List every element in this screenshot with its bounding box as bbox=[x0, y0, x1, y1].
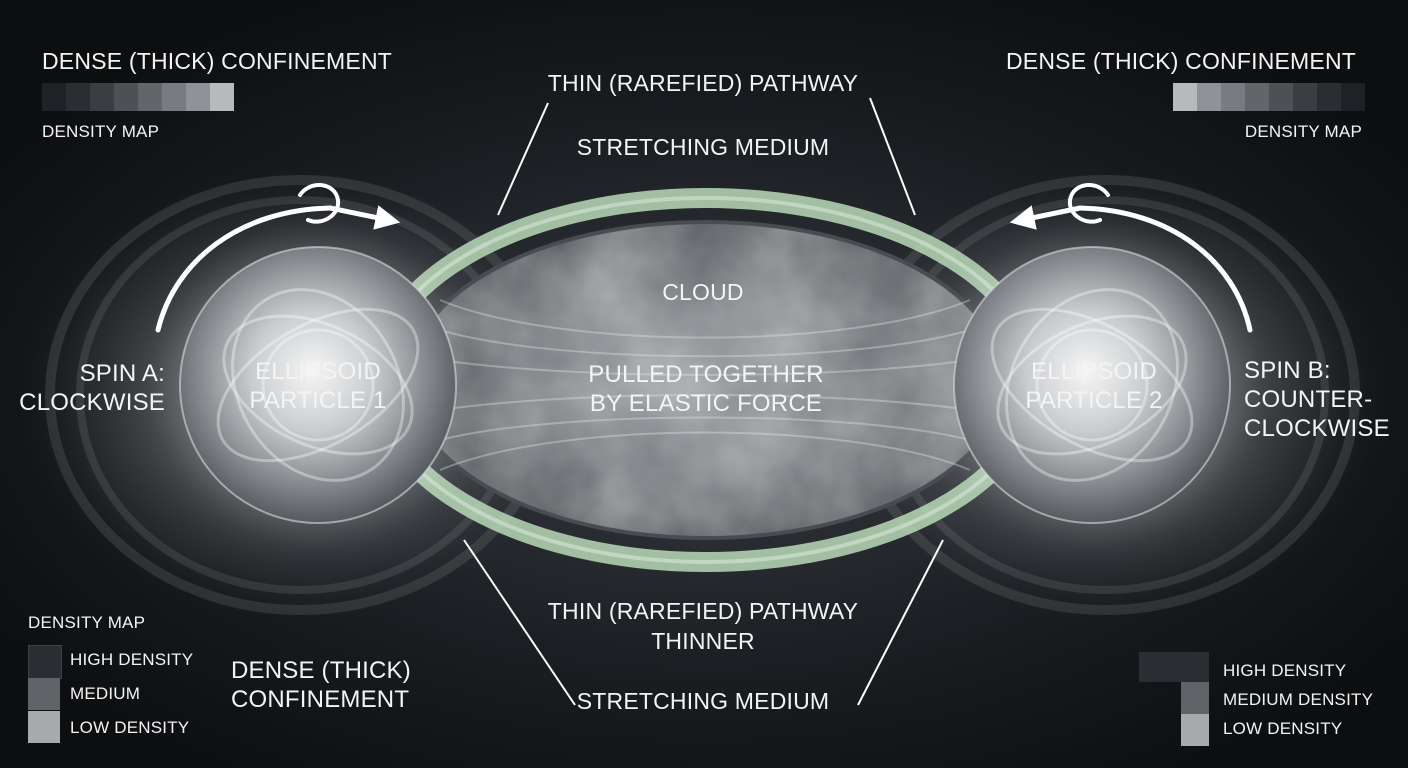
particle-1-line-2: PARTICLE 1 bbox=[249, 387, 387, 414]
bottom-pathway-label: THIN (RAREFIED) PATHWAY bbox=[547, 598, 859, 624]
legend-left-confinement-line-1: DENSE (THICK) bbox=[231, 657, 411, 684]
central-cloud bbox=[406, 220, 1006, 540]
right-confinement-title: DENSE (THICK) CONFINEMENT bbox=[1006, 48, 1356, 74]
spin-a-arrow bbox=[155, 183, 401, 333]
elastic-force-lines bbox=[439, 299, 971, 471]
legend-left-title: DENSITY MAP bbox=[28, 613, 146, 632]
left-density-gradient bbox=[42, 83, 234, 111]
spin-b-line-2: COUNTER- bbox=[1244, 386, 1373, 413]
legend-left-confinement-line-2: CONFINEMENT bbox=[231, 686, 410, 713]
leader-lines bbox=[463, 97, 944, 706]
spin-a-line-2: CLOCKWISE bbox=[19, 389, 165, 416]
legend-right-high-label: HIGH DENSITY bbox=[1223, 661, 1347, 680]
particle-1-label: ELLIPSOID PARTICLE 1 bbox=[218, 357, 418, 415]
right-density-map-label: DENSITY MAP bbox=[1244, 122, 1362, 141]
cloud-label: CLOUD bbox=[662, 279, 744, 305]
legend-left-medium-swatch bbox=[28, 678, 60, 710]
spin-b-line-3: CLOCKWISE bbox=[1244, 415, 1390, 442]
legend-right-low-label: LOW DENSITY bbox=[1223, 719, 1343, 738]
spin-b-line-1: SPIN B: bbox=[1244, 357, 1331, 384]
leader-top-left bbox=[497, 102, 549, 216]
legend-right-high-swatch bbox=[1139, 652, 1209, 682]
elastic-force-line-1: PULLED TOGETHER bbox=[588, 361, 824, 388]
particle-2-line-2: PARTICLE 2 bbox=[1025, 387, 1163, 414]
legend-left-low-swatch bbox=[28, 711, 60, 743]
legend-right-medium-swatch bbox=[1181, 682, 1209, 714]
spin-b-arrow bbox=[1009, 183, 1253, 333]
particle-2-line-1: ELLIPSOID bbox=[1031, 358, 1157, 385]
legend-left-high-label: HIGH DENSITY bbox=[70, 650, 194, 669]
bottom-stretching-medium-label: STRETCHING MEDIUM bbox=[576, 688, 830, 714]
left-density-map-label: DENSITY MAP bbox=[42, 122, 160, 141]
legend-left-high-swatch bbox=[28, 645, 62, 679]
legend-left-medium-label: MEDIUM bbox=[70, 684, 141, 703]
ellipsoid-particle-2 bbox=[942, 235, 1242, 535]
leader-top-right bbox=[869, 97, 916, 216]
particle-2-label: ELLIPSOID PARTICLE 2 bbox=[994, 357, 1194, 415]
left-confinement-title: DENSE (THICK) CONFINEMENT bbox=[42, 48, 392, 74]
right-density-gradient bbox=[1173, 83, 1365, 111]
legend-right-low-swatch bbox=[1181, 714, 1209, 746]
legend-left-confinement-label: DENSE (THICK) CONFINEMENT bbox=[231, 656, 411, 714]
ellipsoid-particle-1 bbox=[168, 235, 468, 535]
bottom-thinner-label: THINNER bbox=[651, 628, 755, 654]
particle-1-line-1: ELLIPSOID bbox=[255, 358, 381, 385]
spin-a-line-1: SPIN A: bbox=[79, 360, 165, 387]
top-stretching-medium-label: STRETCHING MEDIUM bbox=[576, 134, 830, 160]
legend-left-low-label: LOW DENSITY bbox=[70, 718, 190, 737]
elastic-force-line-2: BY ELASTIC FORCE bbox=[589, 390, 823, 417]
spin-a-label: SPIN A: CLOCKWISE bbox=[10, 359, 165, 417]
elastic-force-label: PULLED TOGETHER BY ELASTIC FORCE bbox=[556, 360, 856, 418]
leader-bottom-right bbox=[857, 539, 944, 706]
leader-bottom-left bbox=[463, 539, 576, 706]
legend-right-medium-label: MEDIUM DENSITY bbox=[1223, 690, 1374, 709]
top-pathway-label: THIN (RAREFIED) PATHWAY bbox=[547, 70, 859, 96]
spin-b-label: SPIN B: COUNTER- CLOCKWISE bbox=[1244, 356, 1390, 443]
